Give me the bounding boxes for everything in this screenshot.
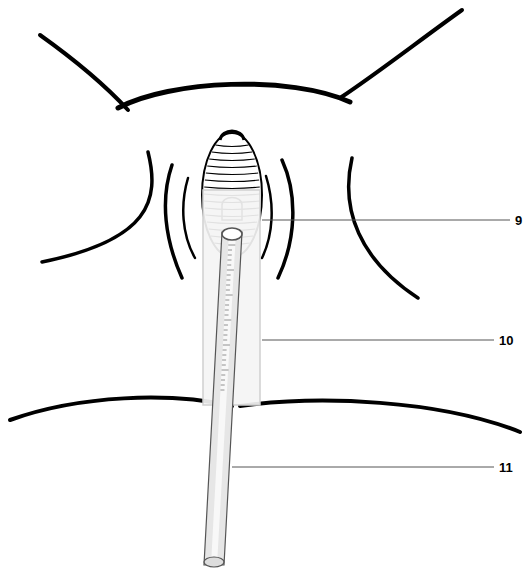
measuring-tube <box>204 228 242 567</box>
callout-number: 9 <box>515 214 522 227</box>
leader-line <box>262 220 510 221</box>
tube-tick <box>222 365 226 366</box>
labium-majus <box>165 165 182 278</box>
pad-mark <box>222 198 242 221</box>
tube-tick <box>223 350 227 351</box>
thigh-line <box>40 35 128 110</box>
tube-tick <box>227 275 231 276</box>
gluteal-fold <box>10 398 232 420</box>
tube-tick <box>228 255 232 256</box>
thigh-line <box>340 10 462 98</box>
tube-tick <box>226 280 230 281</box>
tube-tick <box>221 380 225 381</box>
tube-tick <box>221 385 225 386</box>
tube-tick <box>225 315 229 316</box>
tube-tick <box>222 370 229 371</box>
gluteal-fold <box>240 401 520 432</box>
tube-tick <box>220 390 224 391</box>
tube-tick <box>226 295 233 296</box>
tube-tick <box>222 355 226 356</box>
tube-tick <box>222 360 226 361</box>
labium-minus <box>183 178 195 258</box>
tube-tick <box>223 335 227 336</box>
tube-tick <box>225 310 229 311</box>
tube-tick <box>225 300 229 301</box>
tube-tick <box>228 245 235 246</box>
leader-line <box>232 467 494 468</box>
tube-tick <box>223 340 227 341</box>
tube-tick <box>225 305 229 306</box>
tube-tick <box>221 375 225 376</box>
ruga-stroke <box>209 159 255 161</box>
tube-tick <box>227 265 231 266</box>
callout-number: 10 <box>499 334 513 347</box>
callout-number: 11 <box>499 461 513 474</box>
skin-fold <box>42 152 152 262</box>
mons-arc <box>118 84 350 108</box>
tube-tick <box>224 330 228 331</box>
tube-tick <box>224 320 231 321</box>
tube-tick <box>226 285 230 286</box>
skin-fold <box>349 158 418 298</box>
leader-line <box>262 340 494 341</box>
ruga-stroke <box>212 152 252 154</box>
tube-tick <box>226 290 230 291</box>
tube-tick <box>227 270 234 271</box>
ruga-stroke <box>206 173 258 175</box>
labium-majus <box>278 160 293 278</box>
tube-tick <box>223 345 230 346</box>
labium-minus <box>262 176 272 258</box>
tube-tick <box>224 325 228 326</box>
ruga-stroke <box>205 180 259 182</box>
ruga-stroke <box>215 145 248 147</box>
ruga-stroke <box>207 166 256 168</box>
tube-tick <box>227 260 231 261</box>
leader-lines <box>232 220 510 467</box>
ruga-stroke <box>204 187 260 189</box>
tube-tick <box>228 250 232 251</box>
